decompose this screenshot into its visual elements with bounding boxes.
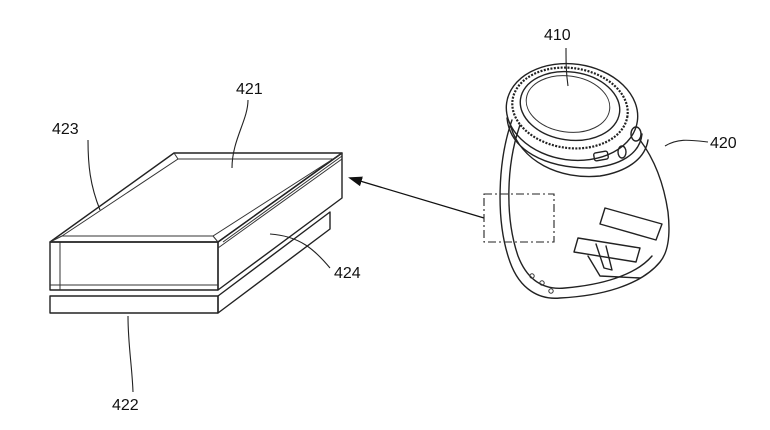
crown-button-lower bbox=[617, 145, 627, 159]
strap-420 bbox=[499, 119, 670, 299]
front-hex-face bbox=[49, 241, 219, 291]
buckle bbox=[573, 207, 663, 279]
sensor-button bbox=[593, 150, 609, 162]
leader-lines bbox=[87, 47, 709, 393]
crown-button-upper bbox=[630, 126, 642, 142]
watch-body bbox=[505, 62, 649, 178]
label-424: 424 bbox=[334, 265, 361, 282]
bottom-layer-422 bbox=[49, 211, 331, 314]
detail-region bbox=[483, 193, 555, 243]
watch-410 bbox=[483, 62, 670, 299]
magnify-arrow bbox=[348, 176, 485, 219]
top-face-outer bbox=[49, 152, 343, 243]
watch-screen bbox=[525, 75, 611, 133]
core-side-face-424 bbox=[217, 152, 343, 291]
label-422: 422 bbox=[112, 397, 139, 414]
main-block bbox=[49, 152, 343, 291]
top-hex-layer-421 bbox=[60, 158, 335, 237]
label-423: 423 bbox=[52, 121, 79, 138]
label-421: 421 bbox=[236, 81, 263, 98]
layered-block bbox=[49, 152, 343, 314]
label-420: 420 bbox=[710, 135, 737, 152]
label-410: 410 bbox=[544, 27, 571, 44]
